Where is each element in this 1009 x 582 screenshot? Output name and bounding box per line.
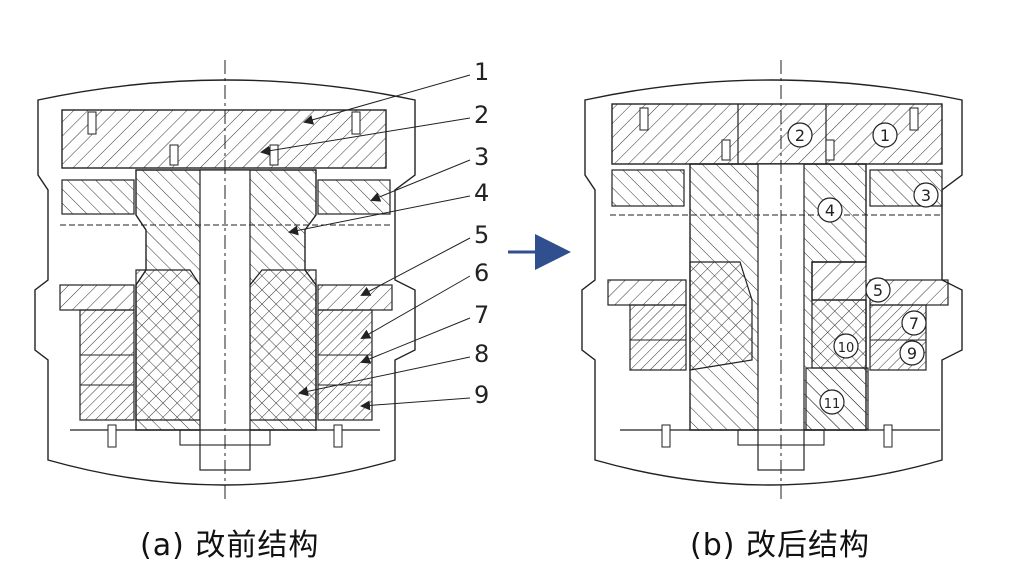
callout-circle-b-5: [865, 277, 891, 303]
callout-circle-b-7: [901, 310, 927, 336]
callout-number-a-6: 6: [474, 259, 489, 287]
callout-number-b-9: 9: [907, 344, 917, 363]
callout-number-b-5: 5: [873, 281, 883, 300]
callout-number-a-9: 9: [474, 381, 489, 409]
callout-circle-b-3: [913, 182, 939, 208]
callout-number-a-4: 4: [474, 179, 489, 207]
callout-number-b-1: 1: [880, 126, 890, 145]
circled-callouts-b: 1 2 3 4 5 7 9 10 11: [787, 122, 939, 415]
housing-outline-a: [34, 79, 416, 486]
side-block-right-a: [317, 309, 373, 421]
callout-number-b-4: 4: [825, 201, 835, 220]
callout-number-b-7: 7: [909, 314, 919, 333]
callout-circle-b-2: [787, 122, 813, 148]
flange-left-b: [607, 279, 687, 306]
callout-leaders-a: [260, 74, 471, 411]
callout-number-a-5: 5: [474, 221, 489, 249]
caption-improved-structure: (b) 改后结构: [690, 528, 870, 563]
side-block-left-a: [79, 309, 135, 421]
callout-number-b-3: 3: [921, 186, 931, 205]
callout-circle-b-9: [899, 340, 925, 366]
ring-left-b: [611, 169, 685, 207]
inner-body-left-a: [135, 269, 201, 421]
drawing-original-structure: [34, 60, 416, 500]
flange-right-a: [317, 284, 393, 311]
callout-circle-b-10: [833, 333, 859, 359]
inner-body-left-b: [689, 261, 753, 371]
callout-circle-b-11: [819, 389, 845, 415]
housing-outline-b: [581, 79, 963, 486]
callout-number-a-1: 1: [474, 58, 489, 86]
flange-left-a: [59, 284, 135, 311]
callout-circle-b-1: [872, 122, 898, 148]
callout-number-a-8: 8: [474, 340, 489, 368]
callout-number-a-7: 7: [474, 301, 489, 329]
inner-body-right-a: [249, 269, 317, 421]
ring-left-a: [61, 179, 135, 215]
top-plate-a: [61, 109, 387, 169]
callout-number-b-11: 11: [824, 397, 841, 412]
callout-numbers-a: 1 2 3 4 5 6 7 8 9: [474, 58, 489, 409]
callout-circle-b-4: [817, 197, 843, 223]
callout-number-b-2: 2: [795, 126, 805, 145]
callout-number-b-10: 10: [838, 341, 855, 356]
callout-number-a-2: 2: [474, 101, 489, 129]
callout-number-a-3: 3: [474, 143, 489, 171]
side-block-left-b: [629, 304, 687, 371]
caption-original-structure: (a) 改前结构: [140, 528, 320, 563]
drawing-improved-structure: [581, 60, 963, 500]
